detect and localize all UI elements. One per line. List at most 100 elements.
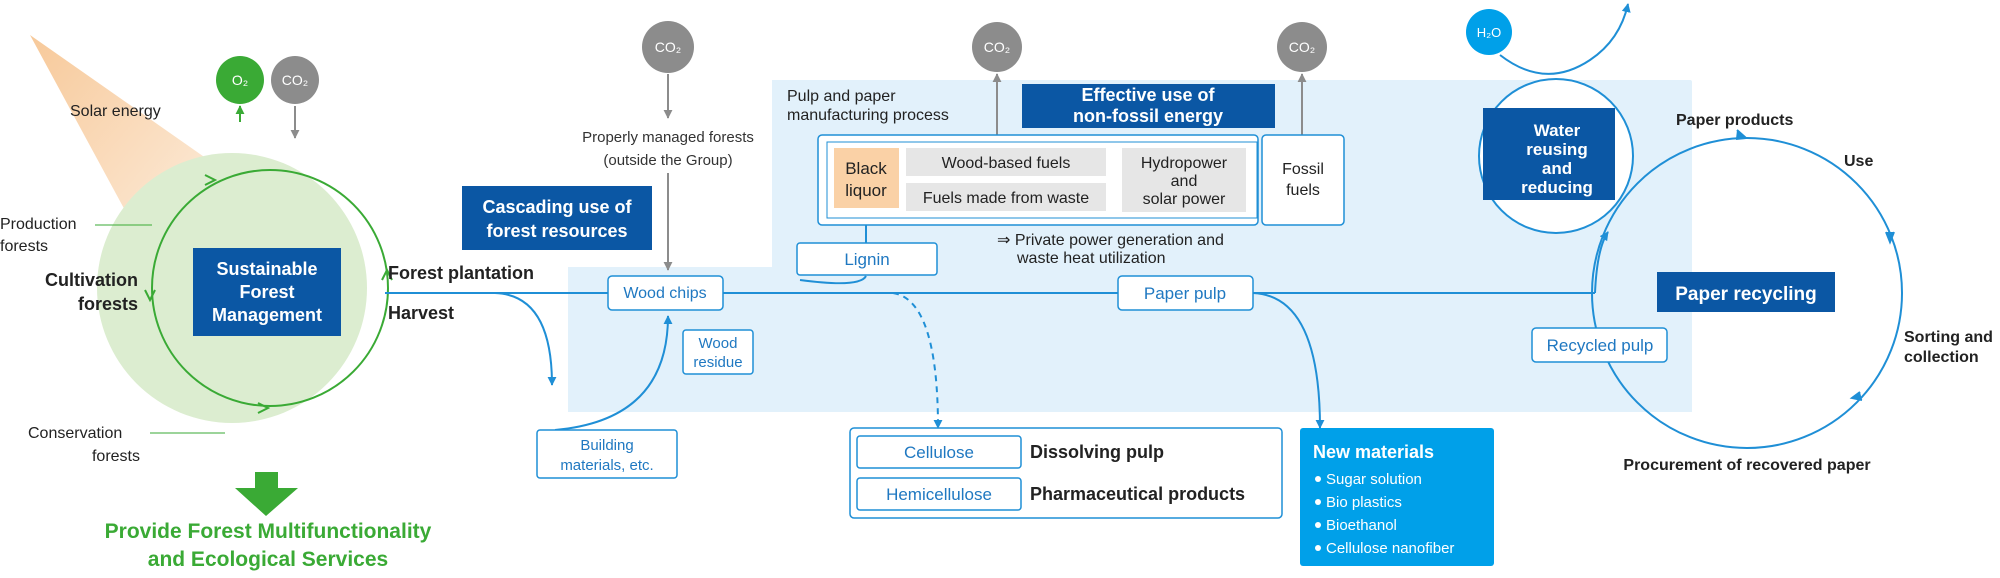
- water-label-3: and: [1542, 159, 1572, 178]
- black-liquor-label-1: Black: [845, 159, 887, 178]
- hydropower-label-2: and: [1171, 173, 1198, 190]
- hydropower-box: [1122, 148, 1246, 212]
- cascading-box: [462, 186, 652, 250]
- fossil-fuels-box: [1261, 134, 1345, 226]
- new-materials-title: New materials: [1313, 442, 1434, 462]
- effective-use-box: [1022, 84, 1275, 128]
- fuels-from-waste-box: [906, 183, 1106, 211]
- sfm-label-2: Forest: [239, 282, 294, 302]
- sorting-label-2: collection: [1904, 349, 1979, 366]
- wood-residue-label-2: residue: [693, 354, 742, 371]
- cultivation-cycle: [151, 169, 389, 407]
- flow-to-building: [494, 292, 557, 386]
- bullet-icon: [1315, 545, 1321, 551]
- new-material-item: Bioethanol: [1326, 517, 1397, 534]
- wood-based-fuels-label: Wood-based fuels: [942, 155, 1071, 172]
- o2-label: O₂: [232, 72, 248, 88]
- process-title-2: manufacturing process: [787, 107, 949, 124]
- fossil-fuels-label-2: fuels: [1286, 182, 1320, 199]
- sorting-label-1: Sorting and: [1904, 329, 1993, 346]
- process-title-1: Pulp and paper: [787, 88, 896, 105]
- paper-recycling-label: Paper recycling: [1675, 284, 1817, 305]
- hydropower-label-1: Hydropower: [1141, 155, 1228, 172]
- new-material-item: Sugar solution: [1326, 471, 1422, 488]
- building-materials-label-2: materials, etc.: [560, 457, 653, 474]
- flow-residue-to-chips: [554, 315, 673, 431]
- lignin-box: [796, 242, 938, 276]
- paper-pulp-label: Paper pulp: [1144, 284, 1226, 303]
- cultivation-forests-label: Cultivation: [45, 270, 138, 290]
- paper-products-label: Paper products: [1676, 112, 1793, 129]
- co2-top-label: CO₂: [655, 39, 681, 55]
- flow-to-paper-products: [1594, 231, 1609, 294]
- water-box: [1483, 108, 1615, 200]
- h2o-icon: [1466, 9, 1512, 55]
- private-power-label-2: waste heat utilization: [1016, 250, 1166, 267]
- wood-based-fuels-box: [906, 148, 1106, 176]
- recycled-pulp-box: [1531, 327, 1668, 363]
- wood-chips-label: Wood chips: [623, 285, 706, 302]
- paper-recycling-box: [1657, 272, 1835, 312]
- hemicellulose-box: [856, 477, 1022, 511]
- co2-label: CO₂: [282, 72, 308, 88]
- cycle-arrow-icon: [1849, 391, 1863, 401]
- use-label: Use: [1844, 153, 1873, 170]
- cellulose-box: [856, 435, 1022, 469]
- dissolving-pulp-label: Dissolving pulp: [1030, 442, 1164, 462]
- co2-icon-top: [642, 21, 694, 73]
- lignin-label: Lignin: [844, 250, 889, 269]
- private-power-label-1: ⇒ Private power generation and: [997, 232, 1224, 249]
- flow-to-cellulose: [892, 292, 943, 429]
- effective-use-label-1: Effective use of: [1081, 85, 1215, 105]
- harvest-label: Harvest: [388, 303, 454, 323]
- managed-forests-label: Properly managed forests: [582, 129, 754, 146]
- sfm-label-1: Sustainable: [216, 259, 317, 279]
- cycle-arrow-icon: [381, 267, 393, 281]
- cycle-arrow-icon: [144, 289, 156, 303]
- fossil-fuels-label-1: Fossil: [1282, 161, 1324, 178]
- co2-icon: [271, 56, 319, 104]
- provide-label-2: and Ecological Services: [148, 548, 388, 571]
- fuel-group-inner: [826, 141, 1258, 219]
- production-forests-label: Production: [0, 216, 77, 233]
- bullet-icon: [1315, 522, 1321, 528]
- co2-fossil-label: CO₂: [1289, 39, 1315, 55]
- conservation-forests-label: Conservation: [28, 425, 122, 442]
- cultivation-forests-label-2: forests: [78, 294, 138, 314]
- paper-pulp-box: [1117, 275, 1254, 311]
- conservation-forests-label-2: forests: [92, 448, 140, 465]
- cycle-arrow-icon: [1885, 231, 1895, 245]
- pharmaceutical-label: Pharmaceutical products: [1030, 484, 1245, 504]
- cycle-arrow-icon: [257, 402, 271, 414]
- bullet-icon: [1315, 476, 1321, 482]
- hemicellulose-label: Hemicellulose: [886, 485, 992, 504]
- h2o-label: H₂O: [1477, 25, 1502, 40]
- cycle-arrow-icon: [1735, 129, 1749, 140]
- black-liquor-box: [834, 148, 899, 208]
- wood-residue-label-1: Wood: [699, 335, 738, 352]
- fuels-from-waste-label: Fuels made from waste: [923, 190, 1089, 207]
- forest-plantation-label: Forest plantation: [388, 263, 534, 283]
- procurement-label: Procurement of recovered paper: [1623, 457, 1870, 474]
- effective-use-label-2: non-fossil energy: [1073, 106, 1223, 126]
- water-label-4: reducing: [1521, 178, 1593, 197]
- sfm-label-3: Management: [212, 305, 322, 325]
- flow-to-new-materials: [1252, 292, 1325, 429]
- new-materials-box: [1300, 428, 1494, 566]
- wood-residue-box: [682, 329, 754, 375]
- building-materials-box: [536, 429, 678, 479]
- wood-chips-box: [607, 275, 724, 311]
- flow-lignin: [799, 275, 867, 285]
- new-material-item: Bio plastics: [1326, 494, 1402, 511]
- cascading-label-1: Cascading use of: [482, 197, 632, 217]
- production-forests-label-2: forests: [0, 238, 48, 255]
- sfm-box: [193, 248, 341, 336]
- recycled-pulp-label: Recycled pulp: [1547, 336, 1654, 355]
- o2-icon: [216, 56, 264, 104]
- co2-process-label: CO₂: [984, 39, 1010, 55]
- solar-energy-label: Solar energy: [70, 103, 161, 120]
- new-material-item: Cellulose nanofiber: [1326, 540, 1454, 557]
- cycle-arrow-icon: [204, 174, 218, 186]
- provide-label-1: Provide Forest Multifunctionality: [105, 520, 432, 543]
